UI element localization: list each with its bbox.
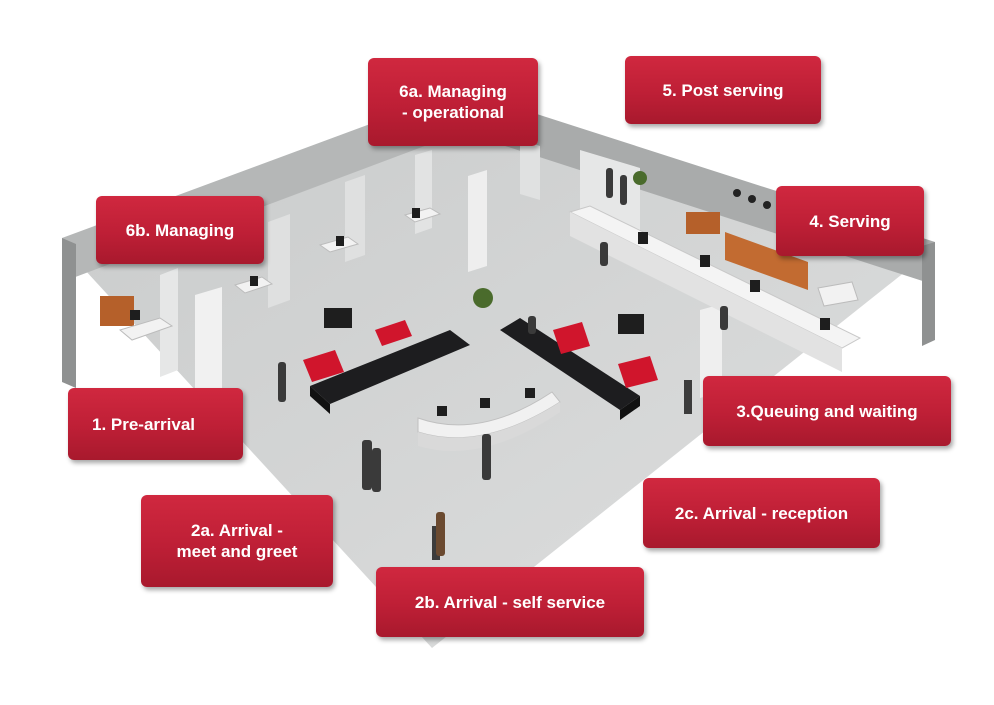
label-serving-text: 4. Serving	[809, 211, 891, 231]
label-pre-arrival-text: 1. Pre-arrival	[92, 414, 196, 434]
label-arrival-reception: 2c. Arrival - reception	[643, 478, 880, 548]
label-arrival-meet-greet-line1: 2a. Arrival -	[191, 521, 283, 540]
people	[278, 168, 728, 556]
kiosk	[684, 380, 692, 414]
label-managing-operational-line1: 6a. Managing	[399, 82, 507, 101]
label-serving: 4. Serving	[776, 186, 924, 256]
label-arrival-reception-text: 2c. Arrival - reception	[674, 503, 849, 523]
wall-clocks	[733, 189, 771, 209]
label-managing: 6b. Managing	[96, 196, 264, 264]
sofas	[310, 318, 640, 420]
label-arrival-self-service: 2b. Arrival - self service	[376, 567, 644, 637]
cabinet	[686, 212, 720, 234]
serving-counter-front	[570, 212, 842, 372]
label-post-serving-text: 5. Post serving	[662, 80, 784, 100]
label-arrival-meet-greet: 2a. Arrival - meet and greet	[141, 495, 333, 587]
label-pre-arrival: 1. Pre-arrival	[68, 388, 243, 460]
label-post-serving: 5. Post serving	[625, 56, 821, 124]
label-managing-operational-line2: - operational	[401, 103, 504, 122]
label-queuing-waiting-text: 3.Queuing and waiting	[736, 401, 918, 421]
cabinet-left-office	[100, 296, 134, 326]
right-side-wall	[922, 242, 935, 346]
reception-desk	[417, 388, 561, 452]
label-arrival-self-service-text: 2b. Arrival - self service	[414, 592, 606, 612]
plant	[473, 288, 493, 308]
label-arrival-meet-greet-line2: meet and greet	[176, 542, 298, 561]
label-managing-text: 6b. Managing	[125, 220, 235, 240]
label-queuing-waiting: 3.Queuing and waiting	[703, 376, 951, 446]
cabinet-long	[725, 232, 808, 290]
label-managing-operational: 6a. Managing - operational	[368, 58, 538, 146]
monitors	[130, 208, 830, 334]
ottomans	[303, 320, 658, 388]
left-side-wall	[62, 238, 76, 388]
